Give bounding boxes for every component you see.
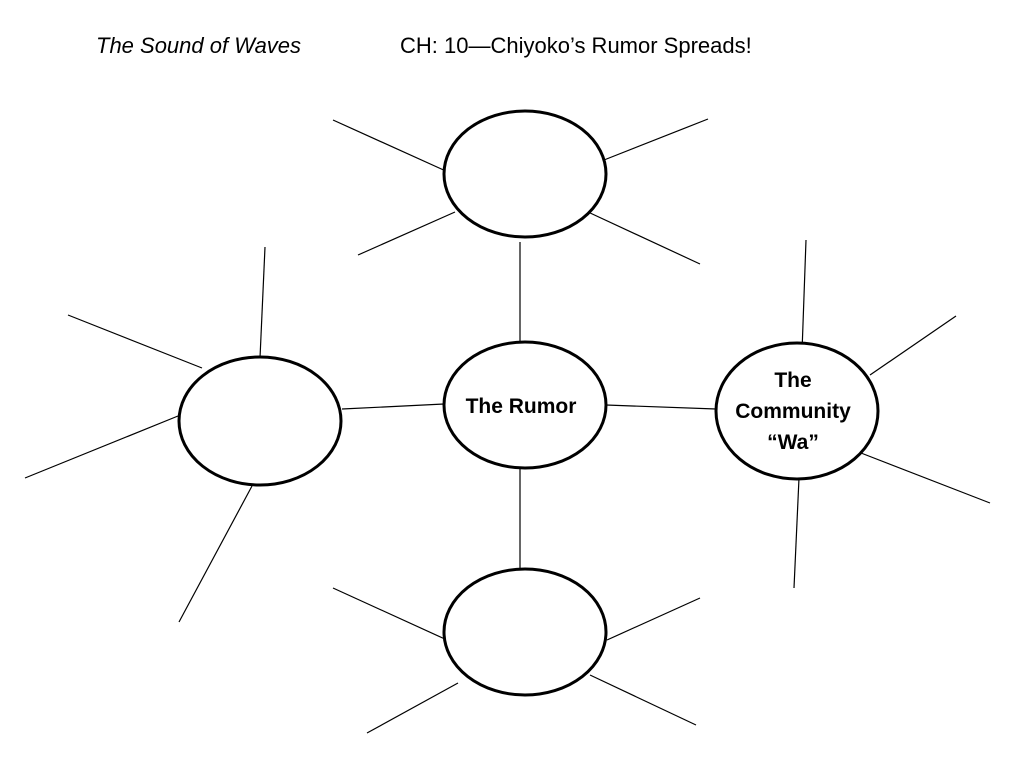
node-right bbox=[714, 341, 880, 481]
spoke-right-2 bbox=[869, 315, 957, 376]
spoke-top-4 bbox=[587, 211, 701, 265]
node-right-label-line3: “Wa” bbox=[767, 431, 819, 454]
document-title: The Sound of Waves bbox=[96, 33, 302, 58]
node-right-label-line1: The bbox=[774, 369, 811, 392]
chapter-heading: CH: 10—Chiyoko’s Rumor Spreads! bbox=[400, 33, 752, 58]
spoke-top-1 bbox=[332, 119, 449, 173]
node-center bbox=[442, 340, 608, 470]
spoke-left-2 bbox=[67, 314, 203, 369]
spoke-left-4 bbox=[178, 485, 253, 623]
spoke-right-1 bbox=[801, 239, 807, 353]
spoke-top-2 bbox=[357, 211, 456, 256]
spoke-left-1 bbox=[259, 246, 266, 359]
spoke-bottom-2 bbox=[366, 682, 459, 734]
node-bottom bbox=[442, 567, 608, 697]
connector-center-left bbox=[341, 403, 445, 410]
node-center-label: The Rumor bbox=[466, 395, 577, 418]
connector-center-right bbox=[605, 404, 717, 410]
spoke-bottom-4 bbox=[589, 674, 697, 726]
spoke-left-3 bbox=[24, 415, 179, 479]
node-left bbox=[177, 355, 343, 487]
node-right-label-line2: Community bbox=[735, 400, 851, 423]
spoke-right-4 bbox=[793, 477, 800, 589]
spoke-top-3 bbox=[603, 118, 709, 161]
spoke-bottom-1 bbox=[332, 587, 448, 641]
spoke-bottom-3 bbox=[606, 597, 701, 641]
node-top bbox=[442, 109, 608, 239]
spoke-right-3 bbox=[860, 452, 991, 504]
